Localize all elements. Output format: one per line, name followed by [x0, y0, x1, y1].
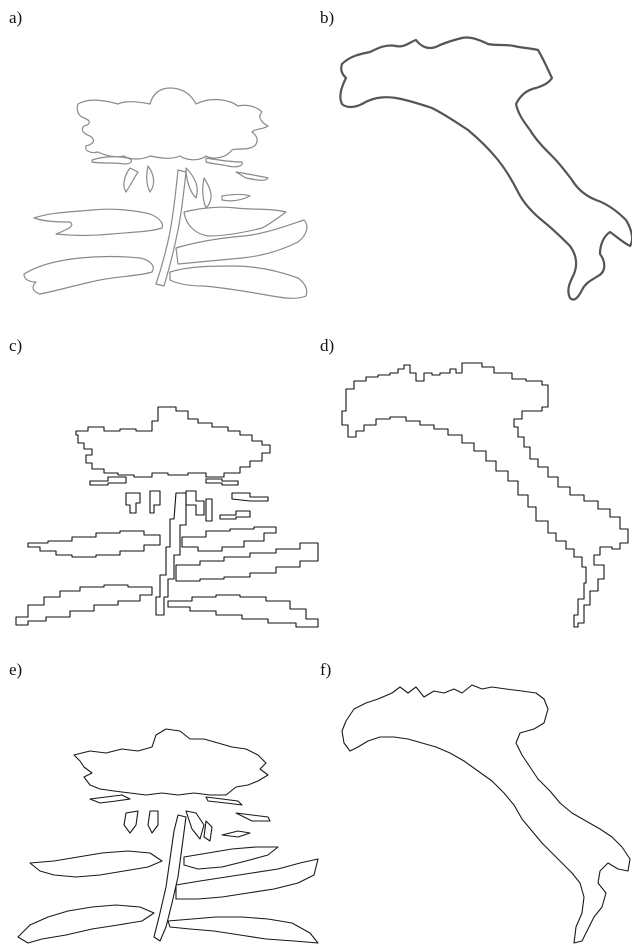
plant-contour-stair	[0, 315, 316, 631]
plant-contour-polygon	[0, 631, 316, 947]
panel-c: c)	[0, 315, 316, 631]
panel-a: a)	[0, 0, 316, 315]
italy-contour-polygon	[316, 631, 632, 947]
panel-b: b)	[316, 0, 632, 315]
italy-contour-thick	[316, 0, 632, 315]
panel-d: d)	[316, 315, 632, 631]
panel-f: f)	[316, 631, 632, 947]
italy-contour-stair	[316, 315, 632, 631]
panel-e: e)	[0, 631, 316, 947]
plant-contour-smooth	[0, 0, 316, 315]
